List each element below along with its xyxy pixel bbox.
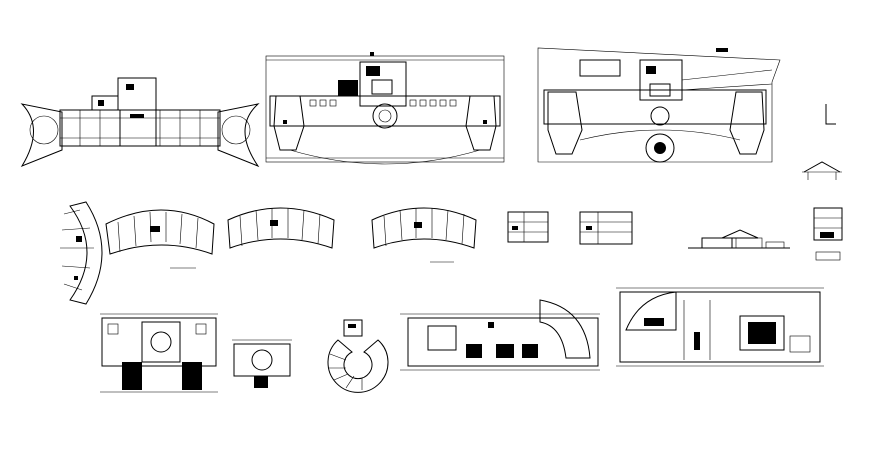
elevation-small xyxy=(813,207,843,261)
section-a xyxy=(507,211,549,243)
ground-floor-plan-wide xyxy=(265,52,505,165)
site-plan-wings xyxy=(20,77,260,168)
site-plan-curved xyxy=(537,47,781,163)
section-detail-small xyxy=(825,104,836,125)
curved-plan-c xyxy=(371,207,477,263)
section-b xyxy=(579,211,633,245)
curved-wing-plan-vertical xyxy=(60,201,103,305)
rect-plan-a xyxy=(100,313,218,393)
long-plan-b xyxy=(616,287,824,367)
roof-elevation-small xyxy=(802,161,842,180)
curved-plan-a xyxy=(105,209,215,269)
round-plan xyxy=(327,319,389,393)
long-plan-a xyxy=(400,299,600,371)
elevation-long xyxy=(688,229,790,249)
curved-plan-b xyxy=(227,207,335,249)
rect-plan-b xyxy=(232,339,292,388)
